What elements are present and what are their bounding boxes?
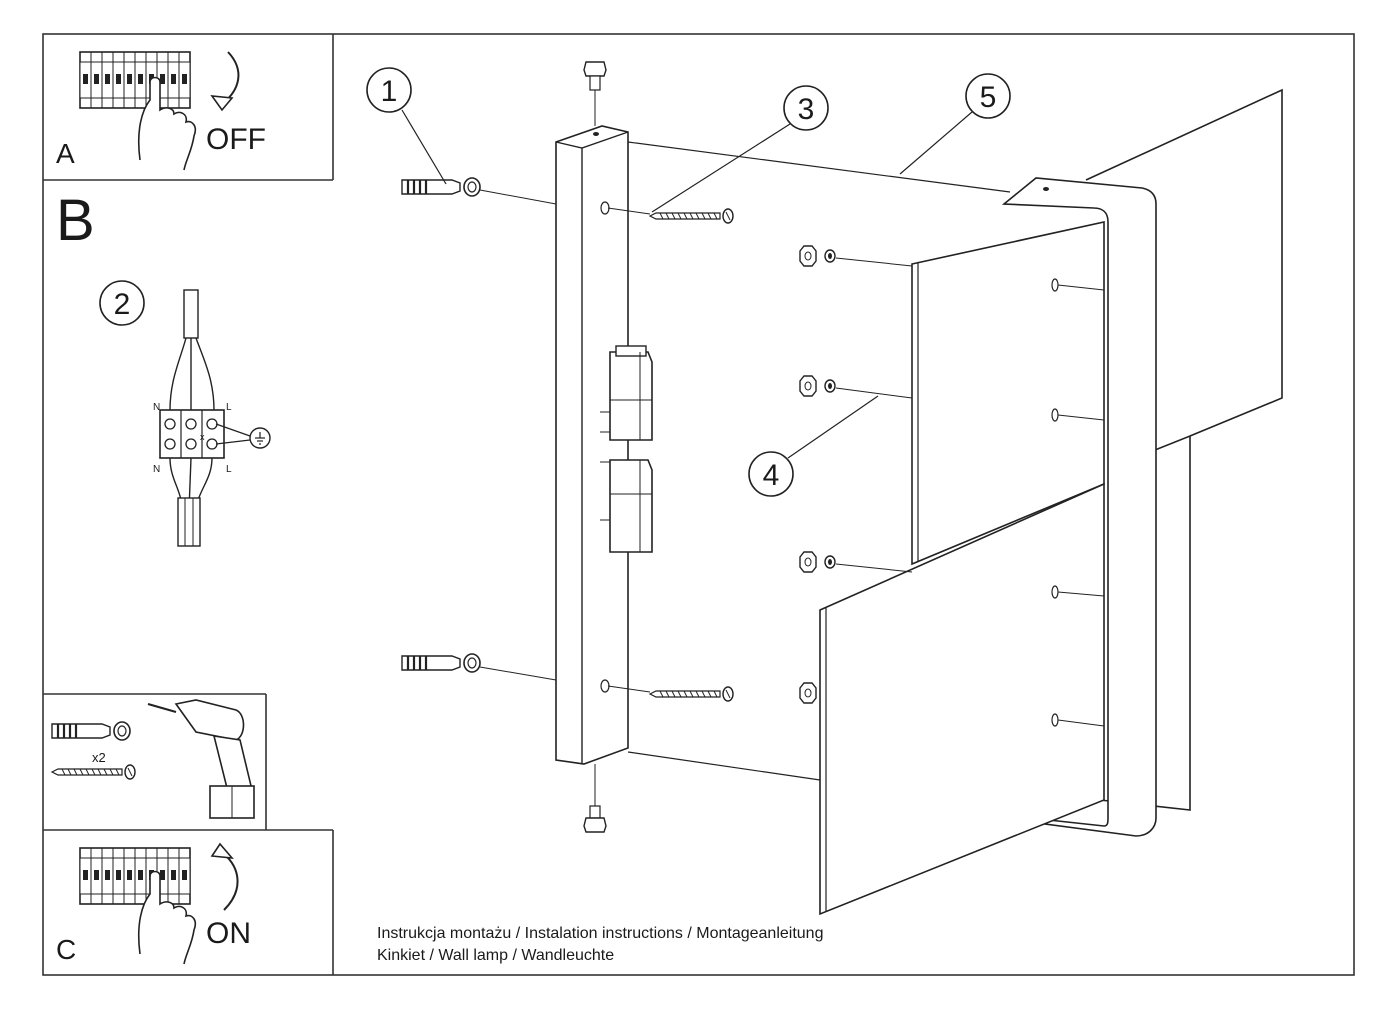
svg-text:3: 3	[798, 93, 815, 126]
callout-3: 3	[651, 85, 829, 213]
exploded-assembly: 1 3 4 5	[366, 61, 1283, 916]
svg-text:2: 2	[114, 288, 131, 321]
terminal-connector-icon	[600, 345, 653, 553]
mounting-bracket	[555, 125, 629, 765]
lower-panel	[819, 482, 1105, 916]
terminal-block-icon	[159, 409, 225, 459]
svg-text:1: 1	[381, 75, 398, 108]
svg-text:x: x	[200, 432, 205, 442]
off-label: OFF	[206, 123, 266, 156]
callout-4: 4	[748, 395, 879, 497]
caption-line-1: Instrukcja montażu / Instalation instruc…	[377, 925, 824, 942]
panel-c-power-on: C ON	[56, 842, 251, 965]
breaker-box-icon	[79, 847, 191, 905]
callout-1: 1	[366, 67, 447, 185]
screw-icon	[51, 764, 136, 780]
rear-plate	[1085, 88, 1283, 437]
caption-line-2: Kinkiet / Wall lamp / Wandleuchte	[377, 947, 615, 964]
wall-plug-icon	[50, 720, 132, 742]
arrow-up-icon	[223, 853, 239, 911]
sheet-border	[42, 33, 1355, 976]
panel-a-power-off: A OFF	[56, 51, 266, 171]
tools-panel: x2	[50, 699, 255, 819]
panel-c-letter: C	[56, 934, 76, 965]
arrow-down-icon	[221, 51, 240, 105]
nut-washer-icon	[799, 375, 836, 397]
nut-icon	[799, 682, 817, 704]
long-screw-bottom-icon	[649, 686, 734, 702]
top-screw-icon	[583, 61, 607, 126]
svg-text:L: L	[226, 402, 232, 413]
svg-text:4: 4	[763, 459, 780, 492]
breaker-box-icon	[79, 51, 191, 109]
svg-text:N: N	[153, 464, 160, 475]
long-screw-top-icon	[649, 208, 734, 224]
panel-a-letter: A	[56, 138, 75, 169]
on-label: ON	[206, 917, 251, 950]
step-2-callout	[99, 280, 145, 326]
svg-text:5: 5	[980, 81, 997, 114]
svg-text:N: N	[153, 402, 160, 413]
svg-text:L: L	[226, 464, 232, 475]
wiring-diagram: 2 N L N L x	[99, 280, 271, 547]
nut-washer-icon	[799, 245, 836, 267]
wall-plug-bottom-icon	[400, 652, 482, 674]
wall-plug-top-icon	[400, 176, 482, 198]
panel-b-letter: B	[56, 188, 95, 253]
quantity-label: x2	[92, 750, 106, 765]
nut-washer-icon	[799, 551, 836, 573]
drill-icon	[147, 699, 255, 819]
callout-5: 5	[899, 73, 1011, 175]
bottom-screw-icon	[583, 764, 607, 833]
